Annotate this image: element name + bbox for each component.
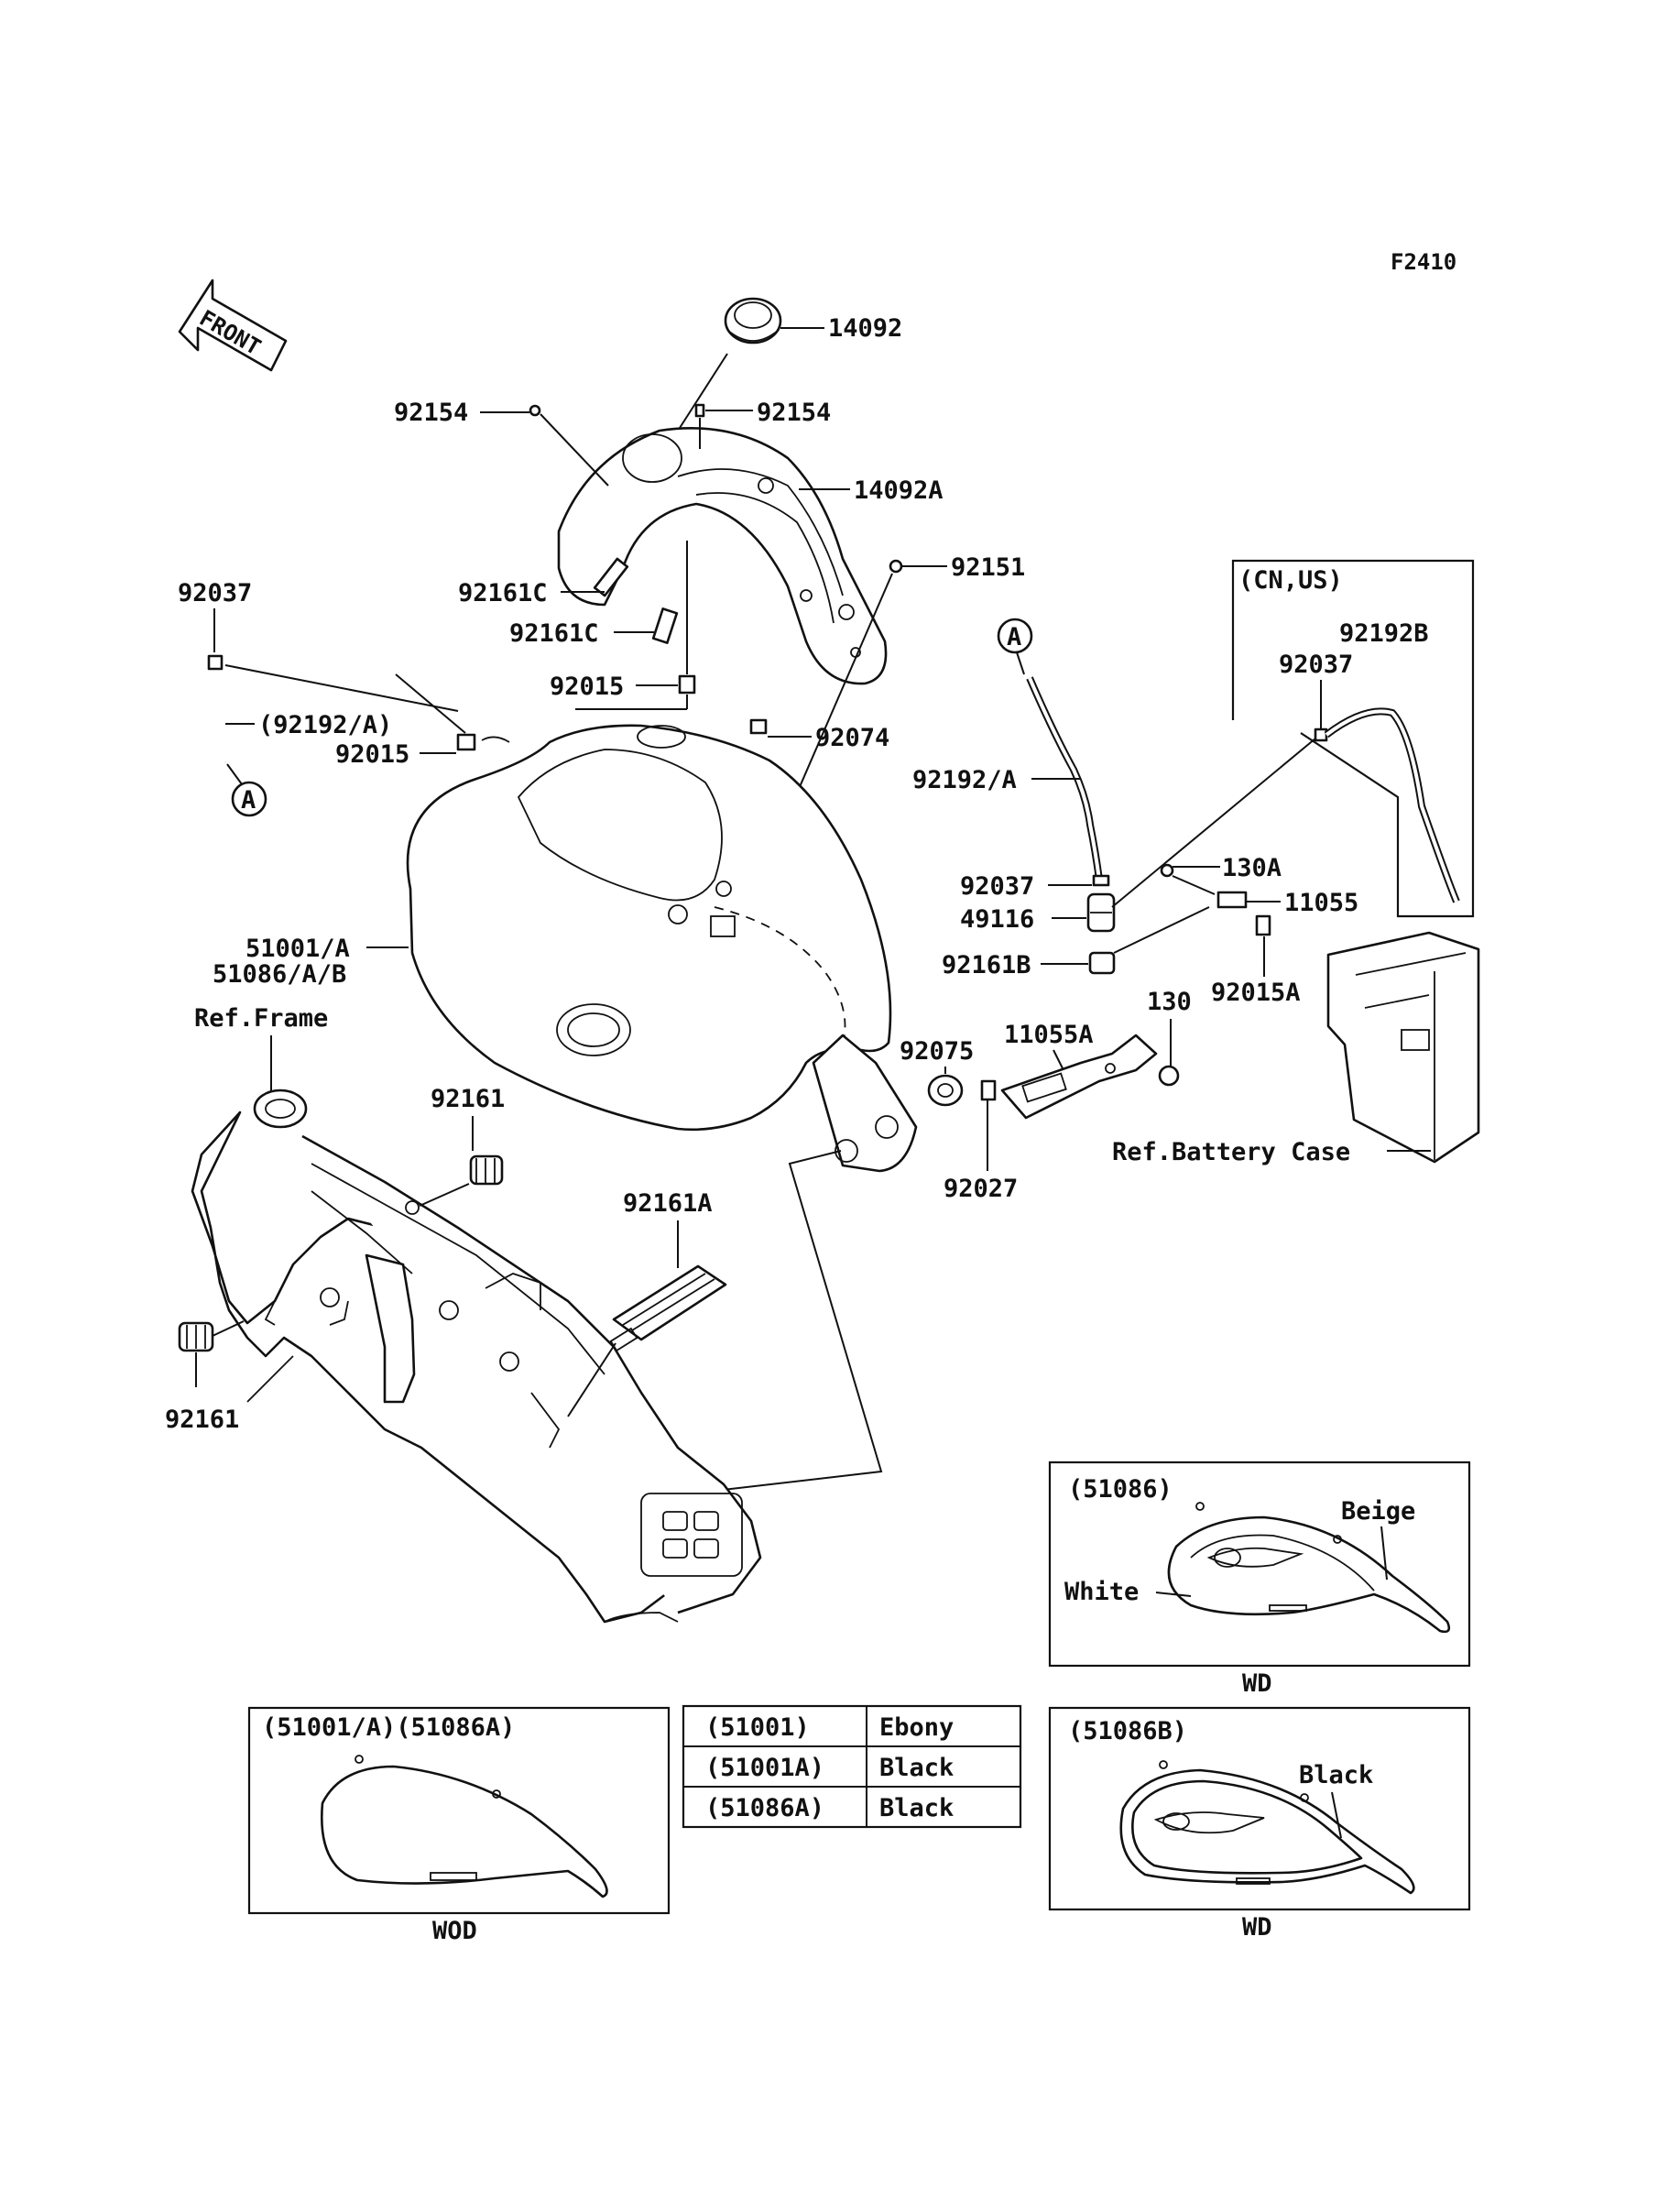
callout-11055: 11055 [1284,889,1358,917]
battery-case-part [1326,931,1480,1164]
callout-92015A: 92015A [1211,979,1301,1007]
callout-49116: 49116 [960,905,1034,934]
leader-line [212,1320,245,1337]
callout-92015-lower: 92015 [335,740,409,769]
callout-92161-lower: 92161 [165,1406,239,1434]
inset-wod-box [247,1706,671,1915]
inset-51086b-box [1048,1706,1471,1911]
callout-92192B: 92192B [1339,619,1429,648]
callout-130A: 130A [1222,854,1282,882]
leader-line [1053,1049,1064,1069]
callout-92037-left: 92037 [178,579,252,607]
connector-a-left: A [241,786,256,815]
callout-92037-cnus: 92037 [1279,651,1353,679]
leader-line [224,664,459,712]
leader-line [419,1183,470,1207]
inset-51086-finish: WD [1242,1669,1272,1698]
damper-92161-upper-part [469,1154,504,1186]
inset-51086b-title: (51086B) [1068,1717,1187,1745]
tank-graphic-51086b [1119,1760,1415,1895]
callout-92161-upper: 92161 [431,1085,505,1113]
leader-line [1172,875,1216,895]
leader-line [395,673,466,734]
inset-wod-title: (51001/A)(51086A) [262,1713,515,1742]
callout-11055A: 11055A [1004,1021,1094,1049]
inset-wod-finish: WOD [432,1917,477,1945]
frame-part [191,1089,762,1624]
callout-92154-right: 92154 [757,399,831,427]
callout-51086AB: 51086/A/B [213,960,346,989]
tank-console-part [557,427,888,685]
inset-51086-color-white: White [1064,1578,1139,1606]
inset-51086b-finish: WD [1242,1913,1272,1942]
pad-92161A-part [609,1264,727,1352]
callout-92161A: 92161A [623,1189,713,1218]
leader-line [540,413,609,487]
leader-line [1113,906,1210,954]
leader-line [1155,1592,1192,1597]
callout-92192A: 92192/A [912,766,1017,794]
tank-graphic-51086 [1167,1502,1451,1634]
callout-ref-frame: Ref.Frame [194,1004,328,1033]
callout-92161B: 92161B [942,951,1031,979]
callout-14092A: 14092A [854,476,944,505]
callout-14092: 14092 [828,314,902,343]
callout-92192A-paren: (92192/A) [258,711,392,739]
connector-a-right: A [1007,623,1021,651]
damper-92161-lower-part [178,1321,214,1352]
color-table-color: Black [879,1794,954,1822]
callout-92015-upper: 92015 [550,673,624,701]
leader-line [659,1150,883,1498]
color-table-color: Ebony [879,1713,954,1742]
inset-51086-title: (51086) [1068,1475,1173,1504]
leader-line [1016,651,1025,675]
color-table-code: (51001A) [705,1754,824,1782]
fuel-filter-part [1086,892,1116,933]
callout-92151: 92151 [951,553,1025,582]
callout-cn-us: (CN,US) [1238,566,1343,595]
tank-graphic-wod [321,1755,608,1898]
color-table-code: (51086A) [705,1794,824,1822]
inset-51086b-color-black: Black [1299,1761,1373,1789]
tank-rear-mount-part [812,1034,918,1173]
callout-ref-battery-case: Ref.Battery Case [1112,1138,1350,1166]
figure-code: F2410 [1391,249,1456,275]
callout-51001A: 51001/A [245,935,350,963]
bracket-11055A-part [1000,1034,1158,1120]
callout-92074: 92074 [815,724,889,752]
color-table: (51001) Ebony (51001A) Black (51086A) Bl… [682,1704,1022,1829]
callout-92027: 92027 [944,1175,1018,1203]
callout-92075: 92075 [900,1037,974,1066]
inset-51086-box [1048,1461,1471,1668]
callout-92037-mid: 92037 [960,872,1034,901]
callout-92154-left: 92154 [394,399,468,427]
leader-line [1380,1526,1388,1581]
callout-92161C-upper: 92161C [458,579,548,607]
leader-line [226,763,243,785]
fuel-cap-part [724,297,782,345]
grommet-92075-part [927,1074,964,1107]
color-table-color: Black [879,1754,954,1782]
inset-51086-color-beige: Beige [1341,1497,1415,1526]
fuel-tank-part [406,724,892,1132]
leader-line [1331,1791,1342,1839]
front-arrow-icon: FRONT [178,279,288,372]
callout-92161C-lower: 92161C [509,619,599,648]
leader-line [1111,738,1316,908]
leader-line [567,1342,616,1417]
cn-us-inset-box [1231,559,1475,918]
color-table-code: (51001) [705,1713,810,1742]
callout-130: 130 [1147,988,1192,1016]
